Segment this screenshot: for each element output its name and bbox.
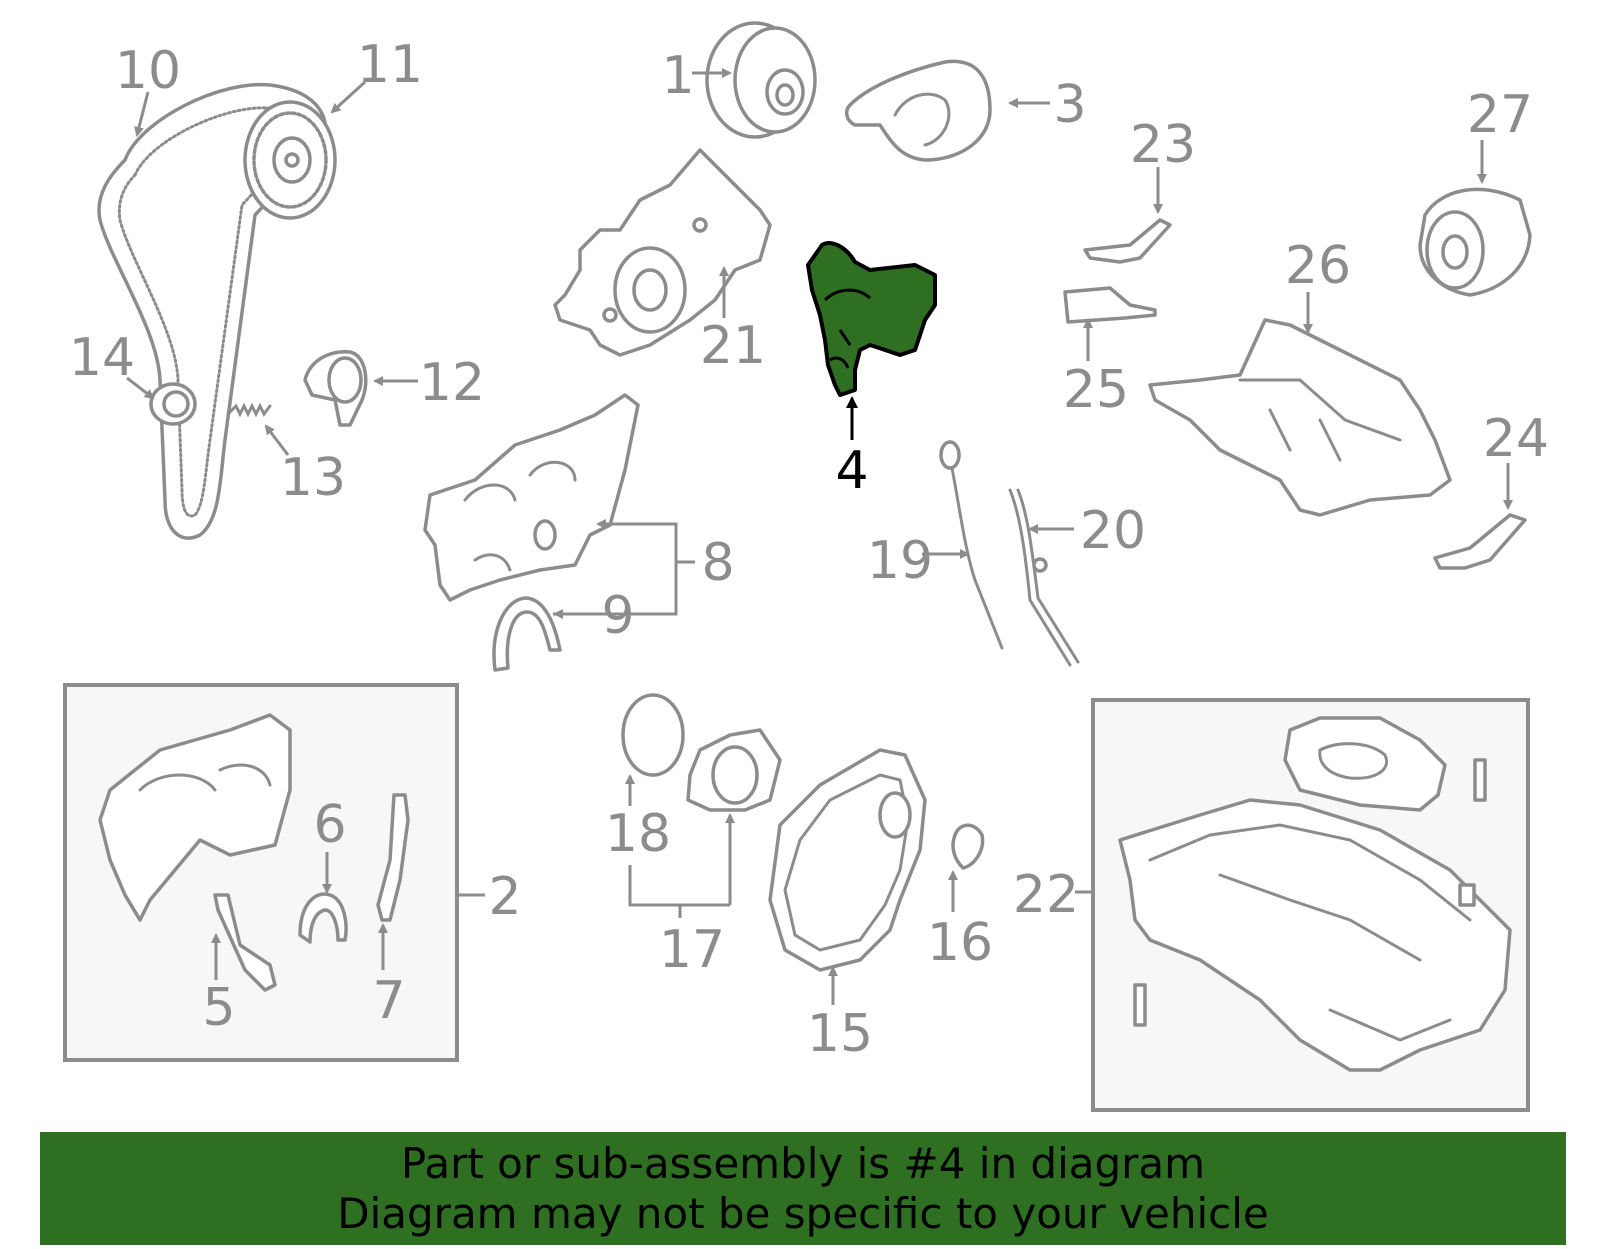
oil-pan-part-26 xyxy=(1148,318,1452,517)
crank-pulley-part-1 xyxy=(705,21,817,139)
callout-7: 7 xyxy=(372,923,406,1031)
callout-label: 5 xyxy=(202,978,235,1038)
gasket-part-23 xyxy=(1083,218,1172,264)
callout-label: 4 xyxy=(835,441,868,501)
callout-label: 16 xyxy=(927,913,993,973)
callout-label: 22 xyxy=(1013,865,1079,925)
callout-label: 11 xyxy=(357,35,423,95)
dipstick-part-19 xyxy=(939,440,1004,650)
callout-11: 11 xyxy=(330,35,423,114)
callout-label: 3 xyxy=(1053,75,1086,135)
gasket-part-24 xyxy=(1433,513,1527,570)
callout-26: 26 xyxy=(1285,236,1351,334)
callout-label: 7 xyxy=(372,971,405,1031)
seal-housing-part-17 xyxy=(686,728,782,812)
front-cover-part-8 xyxy=(423,393,640,602)
callout-label: 1 xyxy=(661,46,694,106)
callout-label: 25 xyxy=(1063,360,1129,420)
callout-13: 13 xyxy=(264,424,346,508)
callout-3: 3 xyxy=(1008,75,1087,135)
callout-4: 4 xyxy=(835,396,869,501)
callout-label: 15 xyxy=(807,1004,873,1064)
highlighted-part-4 xyxy=(806,241,937,397)
spring-part-13 xyxy=(226,402,272,418)
oil-pump-housing-part-21 xyxy=(553,148,772,357)
seal-part-9 xyxy=(492,596,562,672)
callout-label: 19 xyxy=(867,531,933,591)
info-banner: Part or sub-assembly is #4 in diagram Di… xyxy=(40,1132,1566,1245)
oil-filter-part-27 xyxy=(1418,187,1532,297)
callout-19: 19 xyxy=(867,531,970,591)
callout-5: 5 xyxy=(202,933,236,1038)
callout-25: 25 xyxy=(1063,318,1129,420)
callout-label: 2 xyxy=(488,867,521,927)
callout-23: 23 xyxy=(1130,115,1196,214)
callout-label: 23 xyxy=(1130,115,1196,175)
callout-22: 22 xyxy=(1013,865,1093,925)
tensioner-part-12 xyxy=(303,350,368,427)
callout-label: 27 xyxy=(1467,85,1533,145)
gasket-part-16 xyxy=(951,823,985,870)
pickup-part-25 xyxy=(1063,286,1157,324)
idler-pulley-part-14 xyxy=(149,382,197,426)
callout-label: 13 xyxy=(280,448,346,508)
callout-16: 16 xyxy=(927,870,993,973)
callout-label: 21 xyxy=(700,316,766,376)
group-box-part-22 xyxy=(1091,698,1530,1112)
callout-9: 9 xyxy=(553,586,635,646)
callout-20: 20 xyxy=(1028,501,1146,561)
callout-12: 12 xyxy=(373,353,485,413)
callout-label: 14 xyxy=(69,328,135,388)
banner-line-2: Diagram may not be specific to your vehi… xyxy=(337,1188,1269,1238)
callout-label: 9 xyxy=(601,586,634,646)
callout-18: 18 xyxy=(605,774,671,864)
callout-21: 21 xyxy=(700,266,766,376)
callout-label: 26 xyxy=(1285,236,1351,296)
callout-label: 10 xyxy=(115,41,181,101)
callout-label: 18 xyxy=(605,804,671,864)
group-box-part-2 xyxy=(63,683,459,1062)
gasket-part-15 xyxy=(768,748,927,972)
callout-label: 12 xyxy=(419,353,485,413)
callout-6: 6 xyxy=(313,795,347,894)
dipstick-tube-part-20 xyxy=(1008,488,1080,667)
camshaft-sprocket-part-11 xyxy=(243,100,337,220)
callout-label: 6 xyxy=(313,795,346,855)
callout-10: 10 xyxy=(115,41,181,137)
callout-label: 8 xyxy=(701,533,734,593)
callout-label: 24 xyxy=(1483,409,1549,469)
callout-1: 1 xyxy=(661,46,732,106)
callout-2: 2 xyxy=(457,867,522,927)
callout-label: 20 xyxy=(1080,501,1146,561)
callout-24: 24 xyxy=(1483,409,1549,510)
callout-label: 17 xyxy=(659,920,725,980)
callout-15: 15 xyxy=(807,966,873,1064)
banner-line-1: Part or sub-assembly is #4 in diagram xyxy=(400,1138,1206,1188)
callout-14: 14 xyxy=(69,328,155,400)
callout-27: 27 xyxy=(1467,85,1533,184)
callout-17: 17 xyxy=(628,813,735,980)
callout-8: 8 xyxy=(553,519,735,616)
lower-cover-part-3 xyxy=(844,59,992,162)
o-ring-part-18 xyxy=(621,693,685,777)
